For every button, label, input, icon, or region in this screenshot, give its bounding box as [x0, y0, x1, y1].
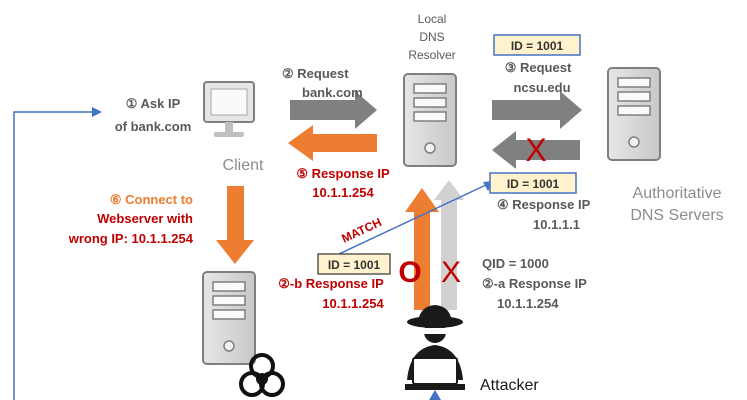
svg-text:Webserver with: Webserver with: [97, 211, 193, 226]
svg-text:10.1.1.254: 10.1.1.254: [312, 185, 374, 200]
id-box-attacker-text: ID = 1001: [328, 258, 381, 272]
attacker-response-arrow-rejected: [434, 180, 464, 310]
authoritative-server-icon: [607, 67, 661, 161]
svg-text:Resolver: Resolver: [408, 48, 455, 62]
step-5-label: ⑤ Response IP 10.1.1.254: [296, 166, 390, 200]
authoritative-label: Authoritative DNS Servers: [630, 185, 723, 224]
step-2-label: ② Request bank.com: [282, 66, 363, 100]
svg-text:10.1.1.254: 10.1.1.254: [322, 296, 384, 311]
client-return-arrowhead: [92, 107, 102, 117]
step-2b-label: ②-b Response IP 10.1.1.254: [278, 276, 384, 311]
svg-text:②-a Response IP: ②-a Response IP: [482, 276, 587, 291]
attacker-hacker-icon: [405, 305, 465, 390]
client-return-line: [13, 111, 95, 400]
svg-text:DNS: DNS: [419, 30, 444, 44]
svg-text:⑥ Connect to: ⑥ Connect to: [110, 192, 193, 207]
svg-text:④ Response IP: ④ Response IP: [497, 197, 591, 212]
step-4-label: ④ Response IP 10.1.1.1: [497, 197, 591, 232]
svg-text:wrong IP: 10.1.1.254: wrong IP: 10.1.1.254: [68, 231, 194, 246]
match-label: MATCH: [339, 215, 383, 246]
id-box-auth: [489, 172, 577, 194]
x-mark: X: [441, 256, 461, 289]
step-6-label: ⑥ Connect to Webserver with wrong IP: 10…: [68, 192, 194, 246]
attacker-response-arrow-orange: [405, 188, 439, 310]
client-monitor-icon: [203, 81, 255, 137]
svg-text:Authoritative: Authoritative: [633, 185, 722, 202]
step-3-label: ③ Request ncsu.edu: [505, 60, 572, 95]
local-resolver-server-icon: [403, 73, 457, 167]
client-label: Client: [223, 157, 264, 174]
svg-text:10.1.1.254: 10.1.1.254: [497, 296, 559, 311]
svg-text:⑤ Response IP: ⑤ Response IP: [296, 166, 390, 181]
fake-webserver-server-icon: [202, 271, 256, 365]
svg-text:Local: Local: [418, 12, 447, 26]
svg-text:of bank.com: of bank.com: [115, 119, 192, 134]
id-box-top-text: ID = 1001: [511, 39, 564, 53]
svg-text:DNS Servers: DNS Servers: [630, 207, 723, 224]
svg-text:QID = 1000: QID = 1000: [482, 256, 549, 271]
step-2a-label: QID = 1000 ②-a Response IP 10.1.1.254: [482, 256, 587, 311]
svg-text:bank.com: bank.com: [302, 85, 363, 100]
cross-mark: X: [525, 132, 546, 168]
svg-text:②-b Response IP: ②-b Response IP: [278, 276, 384, 291]
request-bank-arrow: [290, 91, 377, 129]
id-box-auth-text: ID = 1001: [507, 177, 560, 191]
resolver-label: Local DNS Resolver: [408, 12, 455, 62]
svg-text:② Request: ② Request: [282, 66, 349, 81]
biohazard-icon: [239, 353, 285, 397]
id-box-attacker: [317, 253, 391, 275]
attacker-bottom-arrowhead: [429, 390, 441, 400]
step-1-label: ① Ask IP of bank.com: [115, 96, 192, 134]
svg-text:ncsu.edu: ncsu.edu: [513, 80, 570, 95]
svg-text:③ Request: ③ Request: [505, 60, 572, 75]
response-to-client-arrow: [288, 125, 377, 161]
svg-text:① Ask IP: ① Ask IP: [126, 96, 181, 111]
request-ncsu-arrow: [492, 91, 582, 129]
attacker-label: Attacker: [480, 377, 539, 394]
match-line: [321, 183, 489, 263]
o-mark: O: [398, 256, 421, 289]
auth-response-arrow: [492, 131, 580, 169]
id-box-top: [493, 34, 581, 56]
connect-webserver-arrow: [216, 186, 254, 264]
svg-text:10.1.1.1: 10.1.1.1: [533, 217, 580, 232]
